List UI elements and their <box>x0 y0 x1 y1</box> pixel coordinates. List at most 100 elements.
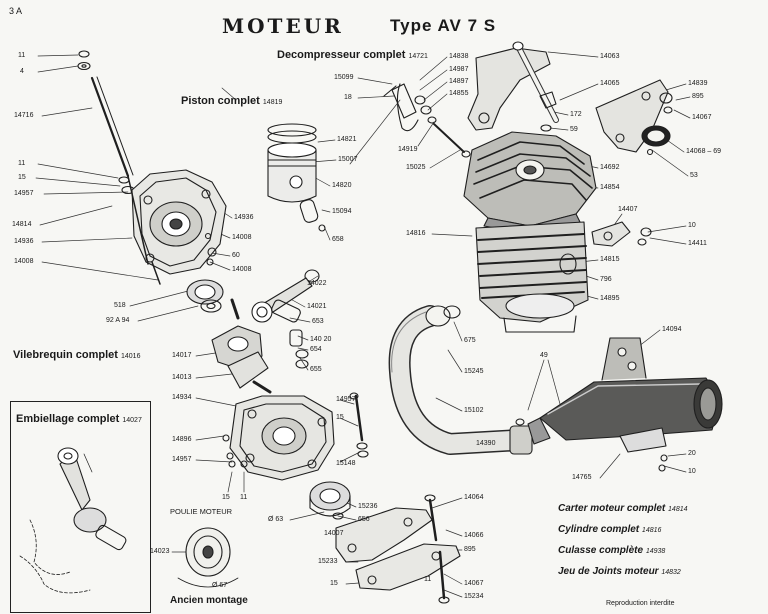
part-callout: 15 <box>336 414 344 421</box>
silencer <box>527 337 723 472</box>
part-callout: 14013 <box>172 374 192 381</box>
inset-conrod-sketch <box>19 447 127 594</box>
intake-flange <box>591 221 652 247</box>
part-callout: 15234 <box>464 593 484 600</box>
pulley-old <box>177 527 239 588</box>
part-callout: 796 <box>600 276 612 283</box>
bolts-right <box>349 392 369 458</box>
part-callout: 14897 <box>449 78 469 85</box>
part-callout: 15 <box>330 580 338 587</box>
part-callout: 14007 <box>324 530 344 537</box>
part-callout: 14066 <box>464 532 484 539</box>
part-callout: 15 <box>222 494 230 501</box>
assembly-vilebrequin: Vilebrequin complet 14016 <box>13 349 140 361</box>
part-callout: 653 <box>312 318 324 325</box>
pulley <box>309 481 351 520</box>
part-callout: 11 <box>240 494 248 501</box>
legend-ref: 14832 <box>661 569 681 576</box>
legend-label: Carter moteur complet <box>558 503 666 514</box>
assembly-ref: 14819 <box>262 99 283 106</box>
part-callout: 658 <box>332 236 344 243</box>
legend-ref: 14938 <box>645 548 666 555</box>
part-callout: 675 <box>464 337 476 344</box>
part-callout: 15 <box>18 174 26 181</box>
part-callout: 14716 <box>14 112 34 119</box>
part-callout: 15007 <box>338 156 358 163</box>
poulie-label: POULIE MOTEUR <box>170 507 233 516</box>
part-callout: 172 <box>570 111 582 118</box>
assembly-decompresseur: Decompresseur complet 14721 <box>277 49 428 61</box>
part-callout: 14919 <box>398 146 418 153</box>
part-callout: 14839 <box>688 80 708 87</box>
part-callout: 14065 <box>600 80 620 87</box>
part-callout: 14692 <box>600 164 620 171</box>
part-callout: 14068 – 69 <box>686 148 722 155</box>
part-callout: 4 <box>20 68 24 75</box>
part-callout: 15099 <box>334 74 354 81</box>
part-callout: 92 A 94 <box>106 317 130 324</box>
part-callout: 14934 <box>172 394 192 401</box>
legend-item: Culasse complète 14938 <box>558 545 665 556</box>
crankcase-left-half <box>127 169 227 285</box>
part-callout: 14855 <box>449 90 469 97</box>
part-callout: 14064 <box>464 494 484 501</box>
part-callout: 654 <box>310 346 322 353</box>
legend-item: Jeu de Joints moteur 14832 <box>558 566 681 577</box>
part-callout: 14896 <box>172 436 192 443</box>
part-callout: 53 <box>690 172 698 179</box>
footer-note: Reproduction interdite <box>606 600 675 607</box>
side-bracket <box>595 79 673 156</box>
legend-item: Cylindre complet 14816 <box>558 524 661 535</box>
part-callout: 14854 <box>600 184 620 191</box>
part-callout: 60 <box>232 252 240 259</box>
assembly-label: Piston complet <box>181 95 260 107</box>
part-callout: 140 20 <box>310 336 332 343</box>
part-callout: 14936 <box>14 238 34 245</box>
part-callout: 14816 <box>406 230 426 237</box>
part-callout: 18 <box>344 94 352 101</box>
part-callout: 14957 <box>172 456 192 463</box>
part-callout: 14008 <box>232 234 252 241</box>
part-callout: 14067 <box>692 114 712 121</box>
piston-group <box>267 123 326 232</box>
part-callout: 14022 <box>307 280 327 287</box>
part-callout: 14067 <box>464 580 484 587</box>
connecting-rod <box>251 269 320 369</box>
part-callout: 14815 <box>600 256 620 263</box>
part-callout: 14765 <box>572 474 592 481</box>
crankcase-right-half <box>222 395 335 481</box>
part-callout: 14063 <box>600 53 620 60</box>
legend-ref: 14814 <box>668 506 688 513</box>
title-main: MOTEUR <box>222 14 344 38</box>
assembly-label: Decompresseur complet <box>277 49 406 61</box>
part-callout: 895 <box>692 93 704 100</box>
exhaust-pipe <box>388 305 533 455</box>
part-callout: 895 <box>464 546 476 553</box>
legend-item: Carter moteur complet 14814 <box>558 503 688 514</box>
legend-ref: 14816 <box>641 527 662 534</box>
engine-bracket <box>467 41 559 132</box>
decompressor <box>383 83 471 158</box>
part-callout: 14820 <box>332 182 352 189</box>
legend-label: Culasse complète <box>558 545 644 556</box>
part-callout: 14821 <box>337 136 357 143</box>
part-callout: 14411 <box>688 240 707 247</box>
part-callout: 14017 <box>172 352 192 359</box>
part-callout: 15102 <box>464 407 484 414</box>
page-number: 3 A <box>9 6 23 16</box>
part-callout: 14008 <box>14 258 34 265</box>
part-callout: 14957 <box>336 396 356 403</box>
part-callout: 14390 <box>476 440 496 447</box>
part-callout: 656 <box>358 516 370 523</box>
part-callout: 15236 <box>358 503 378 510</box>
part-callout: 15025 <box>406 164 426 171</box>
part-callout: 518 <box>114 302 126 309</box>
part-callout: 10 <box>688 468 696 475</box>
legend-label: Jeu de Joints moteur <box>558 566 659 577</box>
part-callout: 15233 <box>318 558 338 565</box>
part-callout: Ø 67 <box>212 582 228 589</box>
assembly-embiellage: Embiellage complet 14027 <box>16 413 142 425</box>
assembly-piston: Piston complet 14819 <box>181 95 282 107</box>
part-callout: 59 <box>570 126 578 133</box>
part-callout: 15148 <box>336 460 356 467</box>
